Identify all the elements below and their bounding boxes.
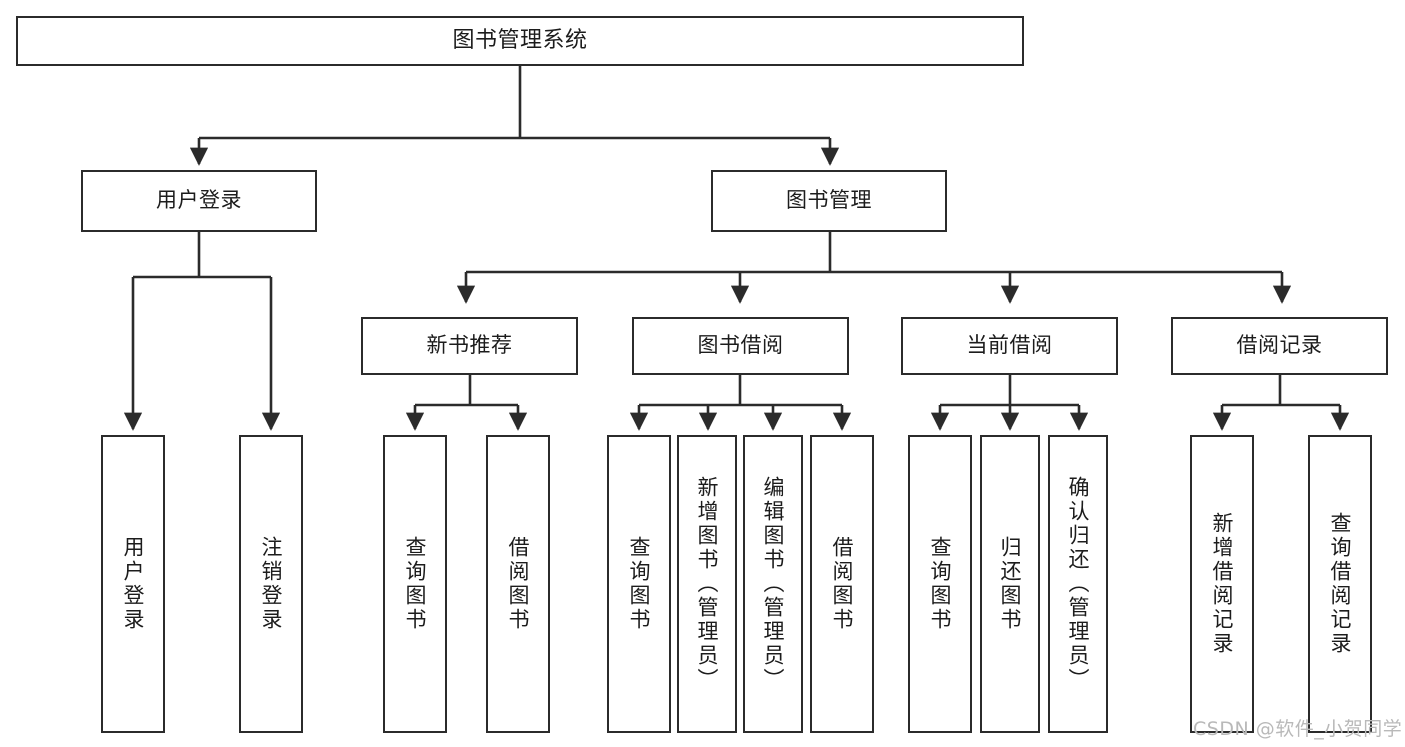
leaf-book-borrow-add[interactable]: 新增图书（管理员） (677, 435, 737, 733)
node-root-system-label: 图书管理系统 (452, 27, 588, 53)
node-borrow-record-label: 借阅记录 (1236, 333, 1323, 358)
leaf-user-login-login[interactable]: 用户登录 (101, 435, 165, 733)
leaf-book-borrow-edit[interactable]: 编辑图书（管理员） (743, 435, 803, 733)
csdn-watermark: CSDN @软件_小贺同学 (1193, 718, 1403, 740)
leaf-user-login-login-label: 用户登录 (121, 536, 146, 632)
node-root-system[interactable]: 图书管理系统 (16, 16, 1024, 66)
node-new-book-recommend-label: 新书推荐 (426, 333, 513, 358)
leaf-current-borrow-return[interactable]: 归还图书 (980, 435, 1040, 733)
leaf-book-borrow-edit-label: 编辑图书（管理员） (761, 476, 786, 692)
leaf-book-borrow-add-label: 新增图书（管理员） (695, 476, 720, 692)
node-book-borrow[interactable]: 图书借阅 (632, 317, 849, 375)
leaf-current-borrow-confirm-label: 确认归还（管理员） (1066, 476, 1091, 692)
node-book-management[interactable]: 图书管理 (711, 170, 947, 232)
leaf-user-login-logout[interactable]: 注销登录 (239, 435, 303, 733)
node-current-borrow-label: 当前借阅 (966, 333, 1053, 358)
node-borrow-record[interactable]: 借阅记录 (1171, 317, 1388, 375)
node-book-borrow-label: 图书借阅 (697, 333, 784, 358)
node-new-book-recommend[interactable]: 新书推荐 (361, 317, 578, 375)
node-current-borrow[interactable]: 当前借阅 (901, 317, 1118, 375)
node-user-login[interactable]: 用户登录 (81, 170, 317, 232)
leaf-book-borrow-borrow[interactable]: 借阅图书 (810, 435, 874, 733)
leaf-current-borrow-query-label: 查询图书 (928, 536, 953, 632)
leaf-borrow-record-add[interactable]: 新增借阅记录 (1190, 435, 1254, 733)
leaf-borrow-record-query[interactable]: 查询借阅记录 (1308, 435, 1372, 733)
leaf-current-borrow-query[interactable]: 查询图书 (908, 435, 972, 733)
leaf-current-borrow-confirm[interactable]: 确认归还（管理员） (1048, 435, 1108, 733)
leaf-new-book-borrow[interactable]: 借阅图书 (486, 435, 550, 733)
leaf-borrow-record-query-label: 查询借阅记录 (1328, 512, 1353, 656)
node-user-login-label: 用户登录 (156, 188, 242, 213)
leaf-book-borrow-query[interactable]: 查询图书 (607, 435, 671, 733)
leaf-new-book-query-label: 查询图书 (403, 536, 428, 632)
leaf-new-book-query[interactable]: 查询图书 (383, 435, 447, 733)
leaf-book-borrow-query-label: 查询图书 (627, 536, 652, 632)
leaf-new-book-borrow-label: 借阅图书 (506, 536, 531, 632)
leaf-borrow-record-add-label: 新增借阅记录 (1210, 512, 1235, 656)
leaf-user-login-logout-label: 注销登录 (259, 536, 284, 632)
leaf-book-borrow-borrow-label: 借阅图书 (830, 536, 855, 632)
node-book-management-label: 图书管理 (786, 188, 872, 213)
leaf-current-borrow-return-label: 归还图书 (998, 536, 1023, 632)
